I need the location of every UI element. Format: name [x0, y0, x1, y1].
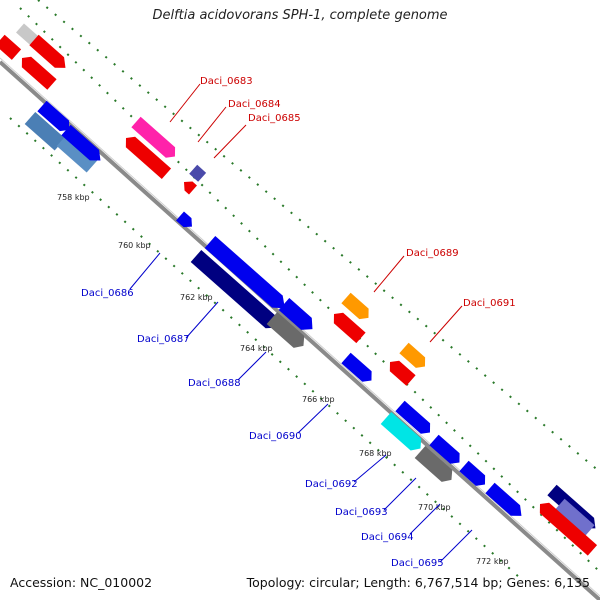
tick-label: 758 kbp — [57, 193, 90, 202]
gene-arrow — [555, 498, 595, 536]
gene-arrow — [131, 116, 176, 158]
gene-arrow — [125, 136, 172, 180]
gene-label[interactable]: Daci_0695 — [391, 558, 444, 569]
genome-summary: Topology: circular; Length: 6,767,514 bp… — [246, 575, 590, 590]
gene-arrow — [266, 312, 305, 348]
gene-label[interactable]: Daci_0686 — [81, 288, 134, 299]
tick-labels: 758 kbp 760 kbp 762 kbp 764 kbp 766 kbp … — [57, 193, 509, 566]
gene-label[interactable]: Daci_0685 — [248, 113, 301, 124]
gene-arrow — [190, 250, 277, 329]
gene-label[interactable]: Daci_0684 — [228, 99, 281, 110]
gene-arrow — [29, 34, 66, 68]
gene-arrow — [176, 211, 192, 228]
gene-arrow — [429, 434, 460, 464]
gene-arrow — [395, 400, 431, 434]
dotted-track-inner — [9, 117, 521, 579]
gene-arrow — [0, 34, 22, 60]
gene-label[interactable]: Daci_0689 — [406, 248, 459, 259]
gene-arrow — [459, 460, 486, 486]
gene-arrow — [341, 292, 369, 320]
gene-arrow — [204, 236, 285, 309]
tick-label: 762 kbp — [180, 293, 213, 302]
gene-label[interactable]: Daci_0683 — [200, 76, 253, 87]
gene-label[interactable]: Daci_0693 — [335, 507, 388, 518]
gene-arrow — [184, 181, 197, 195]
gene-label[interactable]: Daci_0687 — [137, 334, 190, 345]
gene-arrow — [189, 164, 207, 182]
gene-label[interactable]: Daci_0694 — [361, 532, 414, 543]
tick-label: 770 kbp — [418, 503, 451, 512]
gene-label[interactable]: Daci_0688 — [188, 378, 241, 389]
gene-arrow — [389, 360, 416, 386]
gene-label[interactable]: Daci_0691 — [463, 298, 516, 309]
tick-label: 768 kbp — [359, 449, 392, 458]
gene-arrow — [414, 446, 453, 482]
tick-label: 760 kbp — [118, 241, 151, 250]
gene-arrows-blue — [24, 100, 522, 516]
tick-label: 772 kbp — [476, 557, 509, 566]
gene-arrow — [56, 134, 98, 173]
gene-arrow — [399, 342, 426, 368]
accession-label: Accession: NC_010002 — [10, 575, 153, 590]
gene-label[interactable]: Daci_0690 — [249, 431, 302, 442]
gene-arrow — [539, 502, 598, 556]
gene-labels-top — [169, 83, 463, 343]
gene-arrow — [333, 312, 366, 344]
gene-arrow — [61, 124, 101, 161]
dotted-track-outer — [37, 0, 600, 473]
map-title: Delftia acidovorans SPH-1, complete geno… — [152, 8, 448, 23]
gene-arrow — [341, 352, 372, 382]
gene-labels-bottom-lines — [129, 252, 473, 563]
tick-label: 764 kbp — [240, 344, 273, 353]
gene-arrow — [24, 112, 66, 151]
gene-arrows-red — [0, 23, 598, 556]
gene-label[interactable]: Daci_0692 — [305, 479, 358, 490]
gene-arrow — [278, 298, 313, 330]
gene-arrow — [21, 56, 57, 90]
genome-backbone — [0, 57, 600, 600]
gene-arrow — [380, 412, 422, 451]
gene-arrow — [37, 100, 70, 132]
gene-arrow — [485, 482, 522, 516]
tick-label: 766 kbp — [302, 395, 335, 404]
